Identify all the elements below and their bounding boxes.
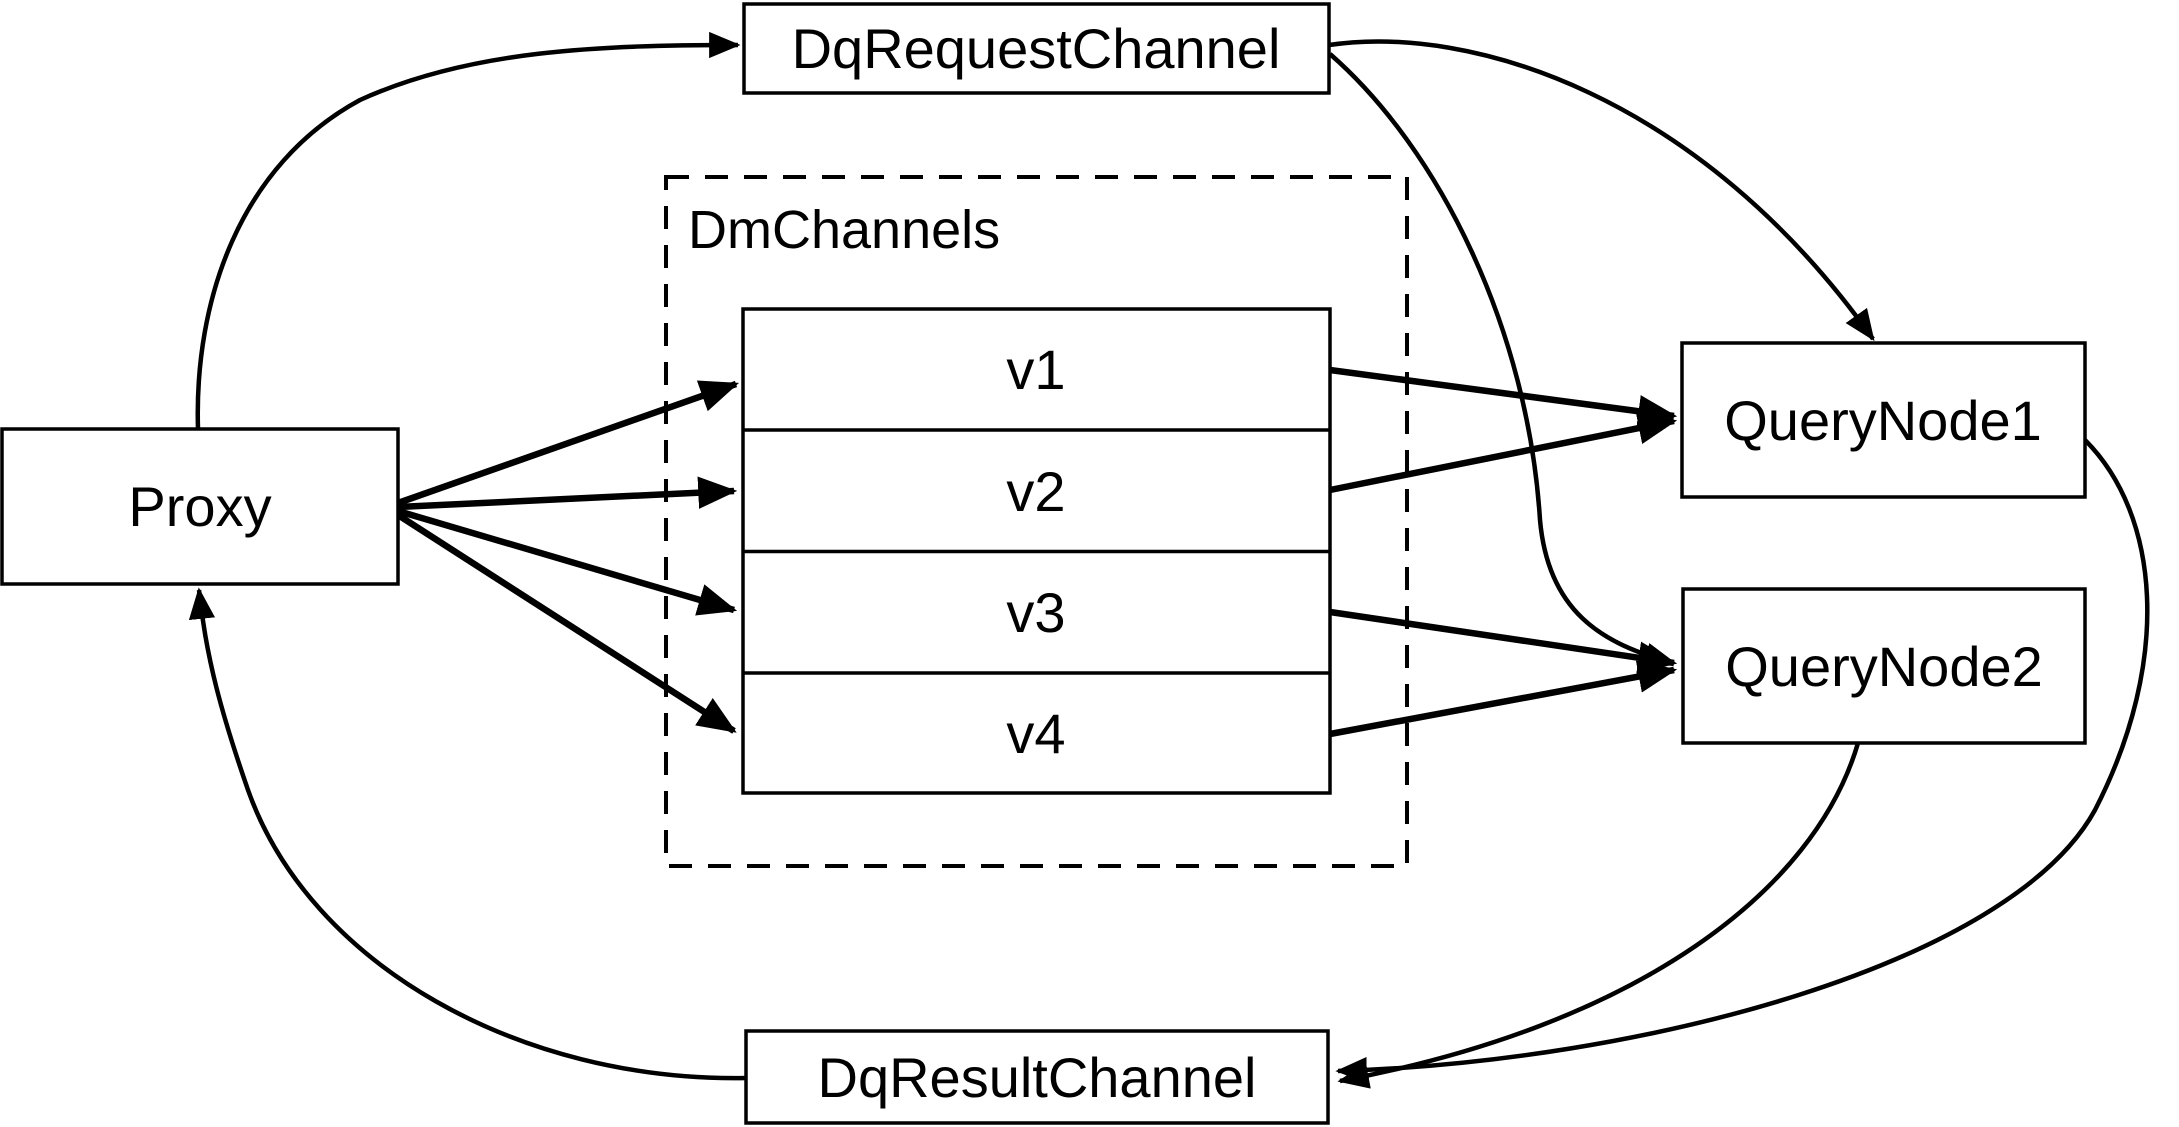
edge-querynode1-to-dqresultchannel — [1335, 438, 2150, 1084]
edge-proxy-to-v4 — [396, 512, 737, 734]
dq-request-channel-node-label: DqRequestChannel — [792, 17, 1281, 80]
edge-proxy-to-dqrequestchannel — [195, 31, 741, 430]
edge-querynode2-to-dqresultchannel — [1337, 742, 1861, 1089]
edge-dqrequestchannel-to-querynode2 — [1328, 52, 1677, 669]
edge-v2-to-querynode1 — [1329, 412, 1678, 494]
edge-dqresultchannel-to-proxy — [188, 587, 747, 1081]
dm-channels-group-box — [664, 175, 1409, 868]
channel-v2-label: v2 — [1006, 460, 1065, 523]
channel-v3-label: v3 — [1006, 581, 1065, 644]
edge-dqrequestchannel-to-querynode1 — [1328, 39, 1875, 342]
dq-request-channel-node-box — [742, 2, 1331, 95]
edge-v3-to-querynode2 — [1329, 608, 1678, 674]
proxy-node-label: Proxy — [128, 475, 271, 538]
channel-v1-label: v1 — [1006, 338, 1065, 401]
query-node-1-box — [1680, 341, 2087, 499]
channel-v4-label: v4 — [1006, 702, 1065, 765]
query-node-2-box — [1681, 587, 2087, 745]
edge-v1-to-querynode1 — [1329, 366, 1678, 428]
query-node-2-label: QueryNode2 — [1725, 635, 2043, 698]
query-node-1-label: QueryNode1 — [1724, 389, 2042, 452]
edge-proxy-to-v3 — [397, 507, 738, 616]
proxy-node-box — [0, 427, 400, 586]
edge-proxy-to-v1 — [396, 380, 740, 507]
dq-result-channel-node-box — [744, 1029, 1330, 1125]
edge-proxy-to-v2 — [397, 476, 738, 511]
dq-result-channel-node-label: DqResultChannel — [818, 1046, 1257, 1109]
edge-v4-to-querynode2 — [1329, 660, 1678, 738]
dm-channels-group-label: DmChannels — [688, 200, 1000, 260]
